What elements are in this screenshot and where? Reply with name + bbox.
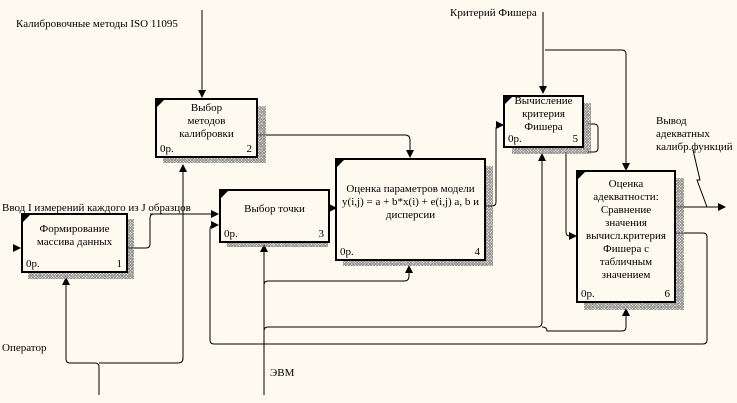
corner-mark: [221, 191, 228, 198]
box-cost: 0р.: [26, 258, 40, 270]
function-box-6[interactable]: Оценка адекватности: Сравнение значения …: [576, 170, 676, 303]
arrow-box2-box4: [258, 134, 414, 158]
box-number: 5: [572, 133, 579, 145]
corner-mark: [337, 160, 344, 167]
function-box-1[interactable]: Формирование массива данных 0р. 1: [21, 213, 128, 273]
label-mechanism-operator: Оператор: [2, 342, 47, 354]
box-title: Формирование массива данных: [36, 223, 113, 248]
arrow-computer-box6: [541, 308, 630, 332]
arrow-computer-box5: [263, 153, 546, 332]
corner-mark: [505, 97, 512, 104]
function-box-5[interactable]: Вычисление критерия Фишера 0р. 5: [503, 95, 584, 148]
box-cost: 0р.: [508, 133, 522, 145]
function-box-3[interactable]: Выбор точки 0р. 3: [219, 189, 330, 243]
arrow-computer-box4: [263, 265, 413, 286]
box-title: Выбор точки: [244, 202, 305, 215]
box-number: 3: [318, 228, 325, 240]
box-cost: 0р.: [224, 228, 238, 240]
arrow-mechanism-operator: [62, 277, 100, 395]
output-label-leader: [692, 149, 708, 208]
box-title: Выбор методов калибровки: [179, 101, 234, 140]
corner-mark: [157, 100, 164, 107]
box-number: 6: [664, 288, 671, 300]
arrow-box6-feedback: [209, 221, 708, 345]
function-box-4[interactable]: Оценка параметров модели y(i,j) = a + b*…: [335, 158, 486, 261]
box-number: 2: [246, 143, 253, 155]
box-title: Вычисление критерия Фишера: [514, 95, 573, 133]
label-control-iso: Калибровочные методы ISO 11095: [16, 18, 178, 30]
corner-mark: [23, 215, 30, 222]
box-number: 4: [474, 246, 481, 258]
label-control-fisher: Критерий Фишера: [450, 7, 537, 19]
arrow-mechanism-operator-box2: [99, 164, 187, 364]
box-cost: 0р.: [340, 246, 354, 258]
arrow-box5-box6: [565, 152, 577, 240]
label-input-measurements: Ввод I измерений каждого из J образцов: [2, 202, 191, 214]
function-box-2[interactable]: Выбор методов калибровки 0р. 2: [155, 98, 258, 158]
label-mechanism-computer: ЭВМ: [270, 367, 295, 379]
arrow-box5-loop: [588, 123, 599, 153]
arrow-control-fisher-box6: [545, 49, 630, 171]
box-title: Оценка адекватности: Сравнение значения …: [586, 177, 666, 281]
arrow-box1-box3: [128, 210, 219, 249]
corner-mark: [578, 172, 585, 179]
box-cost: 0р.: [160, 143, 174, 155]
box-cost: 0р.: [581, 288, 595, 300]
box-number: 1: [116, 258, 123, 270]
box-title: Оценка параметров модели y(i,j) = a + b*…: [342, 183, 479, 221]
label-output-functions: Вывод адекватных калибр.функций: [656, 115, 733, 153]
arrow-box4-box5: [486, 121, 504, 207]
